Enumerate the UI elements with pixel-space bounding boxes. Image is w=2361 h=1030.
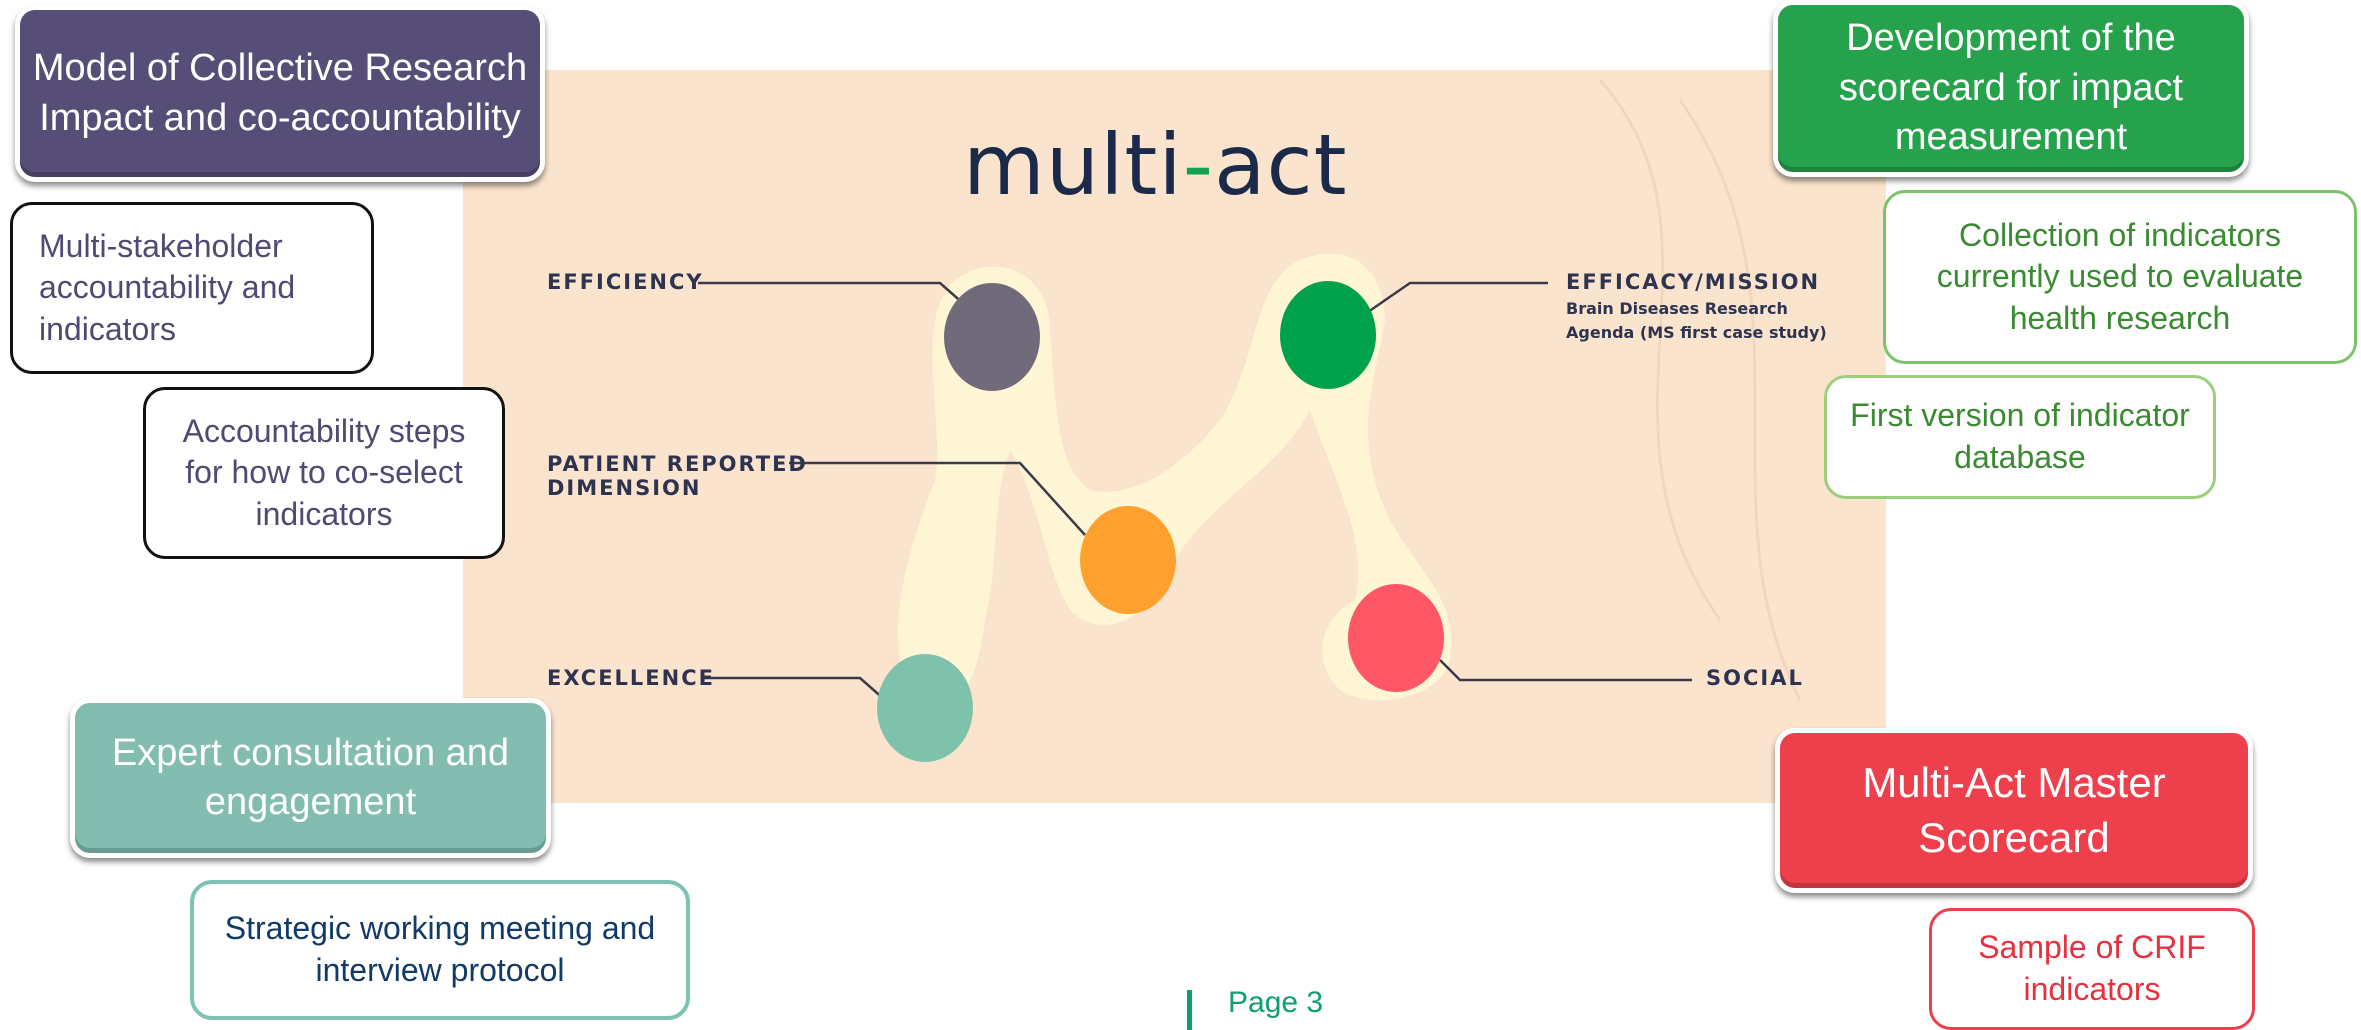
efficacy-label: EFFICACY/MISSION	[1566, 270, 1821, 294]
expert-consultation-text: Expert consultation and engagement	[111, 731, 510, 823]
efficiency-dot	[944, 283, 1040, 391]
page-number: Page 3	[1228, 986, 1324, 1019]
page-marker	[1187, 990, 1192, 1030]
decorative-curve	[1678, 99, 1802, 701]
first-version-box: First version of indicator database	[1824, 375, 2216, 499]
accountability-steps-text: Accountability steps for how to co-selec…	[182, 412, 466, 532]
decorative-curve	[1598, 79, 1722, 621]
efficacy-connector	[1367, 281, 1548, 314]
accountability-steps-box: Accountability steps for how to co-selec…	[143, 387, 505, 559]
sample-crif-text: Sample of CRIF indicators	[1978, 929, 2206, 1007]
master-scorecard-box: Multi-Act Master Scorecard	[1775, 728, 2253, 893]
strategic-meeting-box: Strategic working meeting and interview …	[190, 880, 690, 1020]
logo-suffix: act	[1214, 116, 1348, 214]
patient-reported-label-2: DIMENSION	[547, 476, 702, 500]
collection-text: Collection of indicators currently used …	[1936, 216, 2304, 336]
patient-reported-label: PATIENT REPORTED	[547, 452, 808, 476]
social-dot	[1348, 584, 1444, 692]
sample-crif-box: Sample of CRIF indicators	[1929, 908, 2255, 1030]
efficacy-sub-2: Agenda (MS first case study)	[1566, 323, 1827, 342]
patient-connector	[789, 461, 1086, 536]
efficiency-connector	[698, 281, 966, 306]
social-connector	[1439, 659, 1692, 682]
collection-box: Collection of indicators currently used …	[1883, 190, 2357, 364]
multi-act-logo: multi-act	[963, 116, 1348, 214]
patient-dot	[1080, 506, 1176, 614]
logo-prefix: multi	[963, 116, 1183, 214]
efficacy-dot	[1280, 281, 1376, 389]
excellence-connector	[704, 676, 886, 701]
development-box-text: Development of the scorecard for impact …	[1838, 17, 2184, 159]
excellence-label: EXCELLENCE	[547, 666, 715, 690]
first-version-text: First version of indicator database	[1850, 397, 2190, 475]
multi-stakeholder-box: Multi-stakeholder accountability and ind…	[10, 202, 374, 374]
strategic-meeting-text: Strategic working meeting and interview …	[224, 910, 656, 988]
efficiency-label: EFFICIENCY	[547, 270, 704, 294]
excellence-dot	[877, 654, 973, 762]
model-box-text: Model of Collective Research Impact and …	[32, 47, 528, 139]
model-box: Model of Collective Research Impact and …	[15, 5, 545, 182]
efficacy-sub-1: Brain Diseases Research	[1566, 299, 1788, 318]
social-label: SOCIAL	[1706, 666, 1804, 690]
development-box: Development of the scorecard for impact …	[1773, 0, 2249, 177]
expert-consultation-box: Expert consultation and engagement	[70, 698, 551, 858]
multi-stakeholder-text: Multi-stakeholder accountability and ind…	[39, 227, 296, 347]
master-scorecard-text: Multi-Act Master Scorecard	[1862, 758, 2166, 861]
logo-dash: -	[1182, 116, 1214, 214]
